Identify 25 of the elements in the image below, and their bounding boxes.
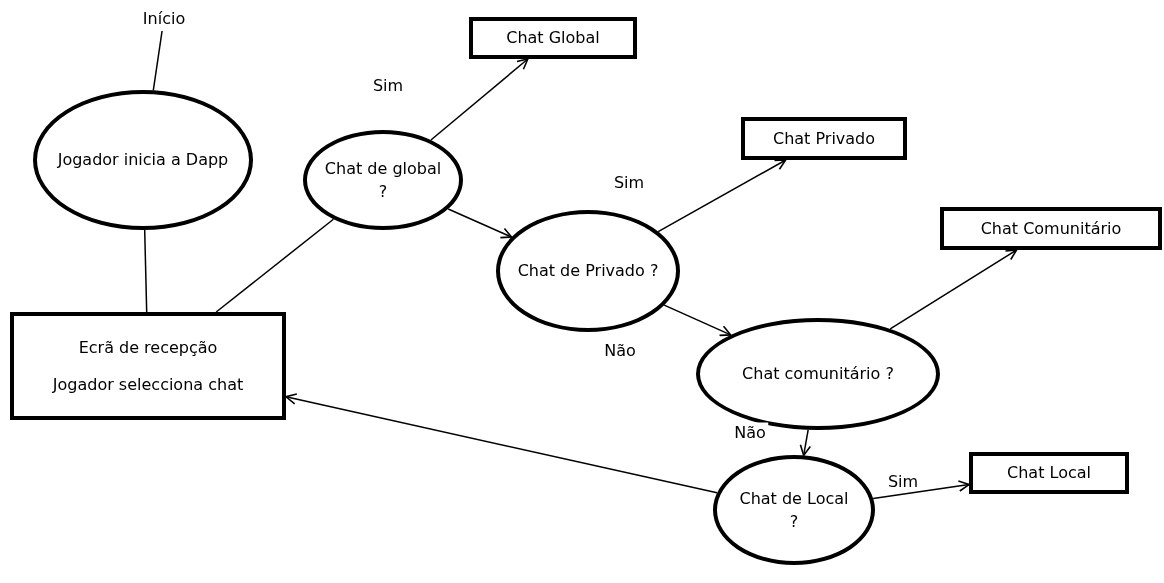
arrow xyxy=(285,393,718,494)
node-text: Chat de global ? xyxy=(323,157,443,203)
node-text: Chat Global xyxy=(506,27,600,50)
process-box xyxy=(741,117,907,160)
node-text: Chat Privado xyxy=(772,127,876,150)
node-text: Chat de Privado ? xyxy=(517,260,659,283)
arrow xyxy=(799,429,812,457)
process-box xyxy=(940,207,1162,250)
connector-line xyxy=(152,30,163,92)
node-text: Chat comunitário ? xyxy=(742,363,894,386)
arrow xyxy=(430,58,529,141)
arrow xyxy=(889,249,1018,330)
node-text: Chat Comunitário xyxy=(980,217,1122,240)
node-text: Jogador inicia a Dapp xyxy=(57,149,229,172)
node-text: Ecrã de recepção xyxy=(78,336,218,359)
process-box xyxy=(469,17,637,59)
connector-line xyxy=(143,229,148,313)
arrow xyxy=(657,159,787,233)
process-box xyxy=(969,452,1129,494)
arrow xyxy=(872,480,970,500)
node-text: Chat de Local ? xyxy=(738,487,850,533)
node-text: Chat Local xyxy=(1007,462,1091,485)
connector-line xyxy=(215,218,335,313)
process-box xyxy=(10,312,286,420)
node-text: Jogador selecciona chat xyxy=(52,374,244,396)
